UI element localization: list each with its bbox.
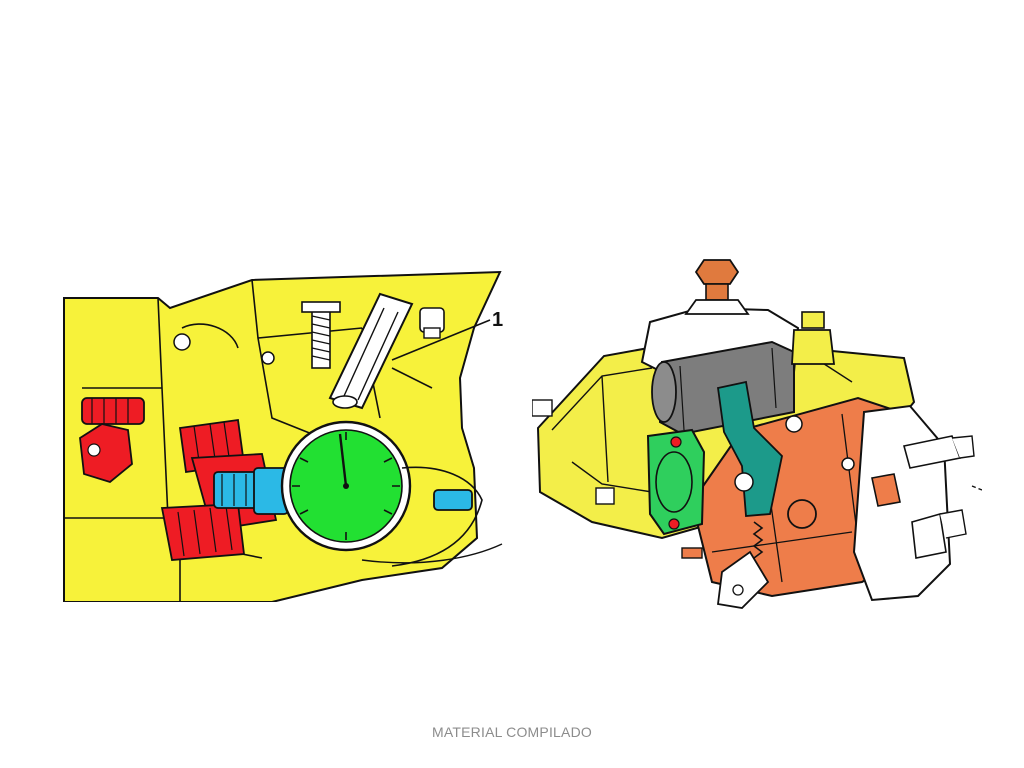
- vertical-bolt: [301, 301, 341, 369]
- cover-screw: [787, 499, 817, 529]
- injection-pump-illustration: [532, 259, 982, 609]
- housing-hole: [173, 333, 191, 351]
- gauge-adapter: [213, 467, 473, 515]
- green-flange: [646, 428, 706, 536]
- delivery-fittings: [871, 435, 982, 559]
- side-plate-white: [852, 404, 952, 602]
- callout-leader: [391, 319, 491, 361]
- dial-indicator-pump-illustration: 1: [63, 270, 503, 602]
- housing-hole: [261, 351, 275, 365]
- body-contours: [551, 359, 853, 493]
- side-bolts: [532, 399, 703, 559]
- callout-number: 1: [492, 309, 503, 331]
- red-fitting-nut: [79, 423, 133, 484]
- footer-text: MATERIAL COMPILADO: [432, 724, 592, 740]
- bottom-bracket: [716, 550, 770, 609]
- yellow-fitting-top: [791, 311, 836, 365]
- piston-tube: [328, 292, 414, 410]
- spring: [752, 521, 764, 559]
- lever-plate-teal: [716, 380, 783, 517]
- small-nut: [419, 307, 445, 339]
- top-bolt: [684, 259, 750, 315]
- gauge-needle: [338, 433, 348, 487]
- red-fitting-top: [81, 397, 145, 425]
- dial-gauge: [280, 420, 503, 567]
